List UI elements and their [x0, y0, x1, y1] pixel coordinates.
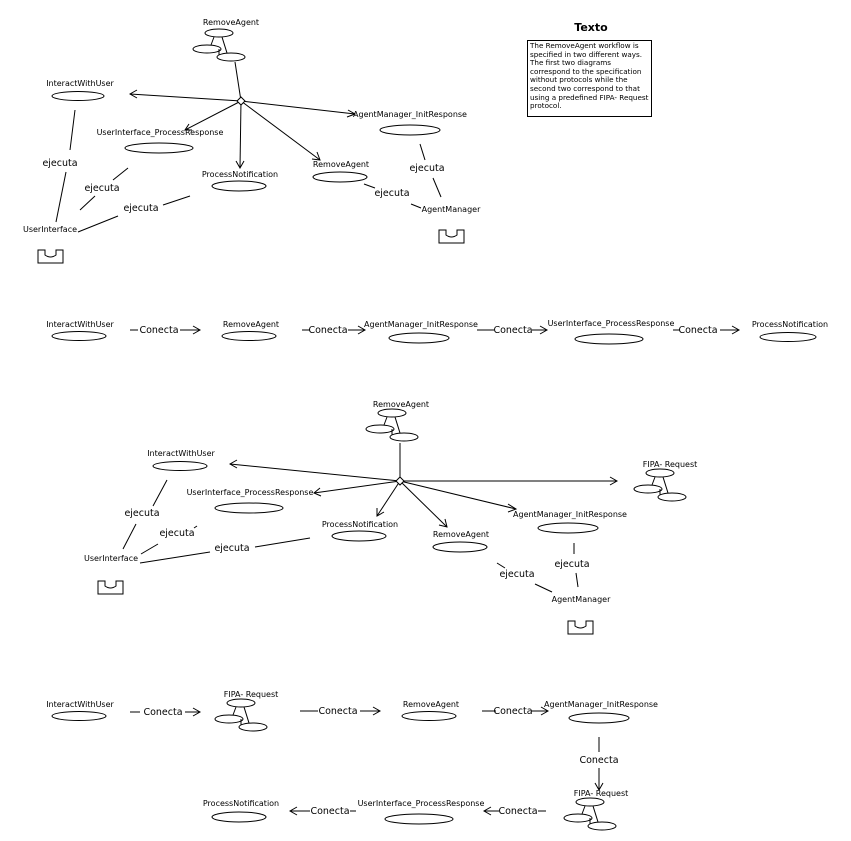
- remove-agent-task-label: RemoveAgent: [313, 160, 369, 169]
- remove-agent-label: RemoveAgent: [203, 18, 259, 27]
- interact-with-user-label: InteractWithUser: [46, 700, 114, 709]
- remove-agent-label: RemoveAgent: [223, 320, 279, 329]
- interact-with-user-task: [51, 91, 105, 101]
- fipa-request-label: FIPA- Request: [643, 460, 698, 469]
- ui-process-response-label: UserInterface_ProcessResponse: [97, 128, 224, 137]
- ejecuta-label: ejecuta: [374, 188, 409, 199]
- interact-with-user-task: [51, 711, 107, 721]
- ui-process-response-task: [124, 142, 194, 154]
- interact-with-user-label: InteractWithUser: [46, 320, 114, 329]
- conecta-label: Conecta: [143, 707, 182, 718]
- conecta-label: Conecta: [493, 706, 532, 717]
- diagram-3: RemoveAgent InteractWithUser UserInterfa…: [84, 400, 698, 635]
- ui-process-response-task: [384, 813, 454, 825]
- remove-agent-task: [401, 711, 457, 721]
- conecta-label: Conecta: [579, 755, 618, 766]
- ejecuta-label: ejecuta: [499, 569, 534, 580]
- arrow-to-interact: [129, 93, 242, 102]
- user-interface-label: UserInterface: [84, 554, 138, 563]
- ui-process-response-task: [574, 333, 644, 345]
- fipa-request-label: FIPA- Request: [224, 690, 279, 699]
- fork-diamond: [236, 96, 246, 106]
- agent-manager-label: AgentManager: [552, 595, 611, 604]
- conecta-label: Conecta: [498, 806, 537, 817]
- process-notification-label: ProcessNotification: [202, 170, 278, 179]
- note-title: Texto: [574, 21, 608, 34]
- process-notification-task: [331, 530, 387, 542]
- conecta-label: Conecta: [310, 806, 349, 817]
- process-notification-label: ProcessNotification: [752, 320, 828, 329]
- init-response-label: AgentManager_InitResponse: [544, 700, 658, 709]
- ejecuta-label: ejecuta: [123, 203, 158, 214]
- ui-process-response-label: UserInterface_ProcessResponse: [187, 488, 314, 497]
- remove-agent-workflow-icon: [365, 408, 419, 442]
- user-interface-agent-icon: [97, 580, 124, 595]
- interact-with-user-label: InteractWithUser: [46, 79, 114, 88]
- agent-manager-label: AgentManager: [422, 205, 481, 214]
- process-notification-label: ProcessNotification: [322, 520, 398, 529]
- ejecuta-label: ejecuta: [42, 158, 77, 169]
- conecta-label: Conecta: [308, 325, 347, 336]
- fipa-request-workflow-icon: [214, 698, 268, 732]
- remove-agent-task-label: RemoveAgent: [433, 530, 489, 539]
- description-note: The RemoveAgent workflow is specified in…: [527, 40, 652, 117]
- ejecuta-label: ejecuta: [159, 528, 194, 539]
- process-notification-task: [211, 811, 267, 823]
- ui-process-response-label: UserInterface_ProcessResponse: [358, 799, 485, 808]
- ui-process-response-label: UserInterface_ProcessResponse: [548, 319, 675, 328]
- init-response-label: AgentManager_InitResponse: [513, 510, 627, 519]
- conecta-label: Conecta: [493, 325, 532, 336]
- conecta-label: Conecta: [678, 325, 717, 336]
- interact-with-user-label: InteractWithUser: [147, 449, 215, 458]
- ejecuta-label: ejecuta: [409, 163, 444, 174]
- init-response-task: [537, 522, 599, 534]
- fipa-request-workflow-icon: [633, 468, 687, 502]
- diagram-2: InteractWithUser Conecta RemoveAgent Con…: [46, 319, 828, 345]
- init-response-task: [379, 124, 441, 136]
- remove-agent-task: [432, 541, 488, 553]
- conecta-label: Conecta: [139, 325, 178, 336]
- diagram-1: RemoveAgent InteractWithUser UserInterfa…: [23, 18, 481, 264]
- ui-process-response-task: [214, 502, 284, 514]
- diagram-4: InteractWithUser Conecta FIPA- Request C…: [46, 690, 658, 831]
- init-response-label: AgentManager_InitResponse: [364, 320, 478, 329]
- process-notification-task: [759, 332, 817, 342]
- process-notification-label: ProcessNotification: [203, 799, 279, 808]
- init-response-task: [568, 712, 630, 724]
- remove-agent-label: RemoveAgent: [403, 700, 459, 709]
- remove-agent-task: [312, 171, 368, 183]
- user-interface-agent-icon: [37, 249, 64, 264]
- remove-agent-label: RemoveAgent: [373, 400, 429, 409]
- ejecuta-label: ejecuta: [124, 508, 159, 519]
- interact-with-user-task: [152, 461, 208, 471]
- conecta-label: Conecta: [318, 706, 357, 717]
- agent-manager-agent-icon: [438, 229, 465, 244]
- init-response-task: [388, 332, 450, 344]
- remove-agent-task: [221, 331, 277, 341]
- fipa-request-workflow-icon: [563, 797, 617, 831]
- fipa-request-label: FIPA- Request: [574, 789, 629, 798]
- remove-agent-workflow-icon: [192, 28, 246, 62]
- ejecuta-label: ejecuta: [554, 559, 589, 570]
- init-response-label: AgentManager_InitResponse: [353, 110, 467, 119]
- user-interface-label: UserInterface: [23, 225, 77, 234]
- interact-with-user-task: [51, 331, 107, 341]
- ejecuta-label: ejecuta: [84, 183, 119, 194]
- agent-manager-agent-icon: [567, 620, 594, 635]
- ejecuta-label: ejecuta: [214, 543, 249, 554]
- process-notification-task: [211, 180, 267, 192]
